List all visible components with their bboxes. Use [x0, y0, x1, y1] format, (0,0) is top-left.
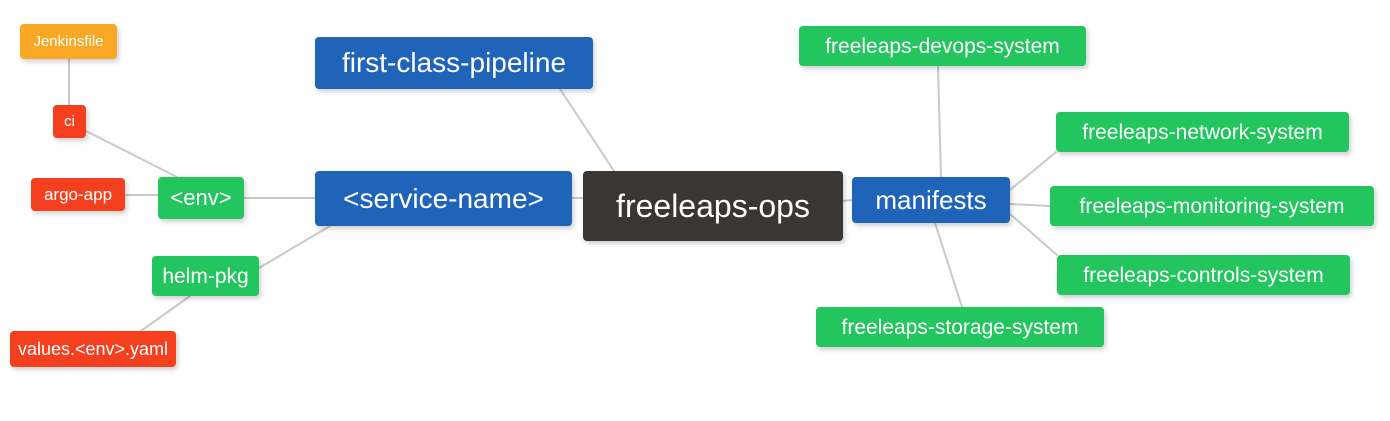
mindmap-node-label: freeleaps-ops	[616, 188, 810, 224]
mindmap-node-label: freeleaps-controls-system	[1083, 263, 1324, 287]
edge-manifests-to-freeleaps-storage-system	[934, 222, 963, 308]
mindmap-node-label: first-class-pipeline	[341, 47, 567, 78]
mindmap-node-first-class-pipeline[interactable]: first-class-pipeline	[315, 37, 593, 89]
mindmap-node-argo-app[interactable]: argo-app	[31, 178, 125, 211]
mindmap-node-jenkinsfile[interactable]: Jenkinsfile	[20, 24, 117, 59]
mindmap-node-ci[interactable]: ci	[53, 105, 86, 138]
mindmap-node-env[interactable]: <env>	[158, 177, 244, 219]
mindmap-node-label: argo-app	[43, 185, 113, 204]
mindmap-node-helm-pkg[interactable]: helm-pkg	[152, 256, 259, 296]
mindmap-node-label: freeleaps-devops-system	[825, 34, 1060, 58]
mindmap-node-freeleaps-controls-system[interactable]: freeleaps-controls-system	[1057, 255, 1350, 295]
mindmap-node-manifests[interactable]: manifests	[852, 177, 1010, 223]
edge-service-name-to-helm-pkg	[258, 225, 331, 269]
mindmap-node-freeleaps-ops[interactable]: freeleaps-ops	[583, 171, 843, 241]
edge-manifests-to-freeleaps-monitoring-system	[1009, 203, 1051, 207]
mindmap-node-freeleaps-network-system[interactable]: freeleaps-network-system	[1056, 112, 1349, 152]
mindmap-node-label: manifests	[875, 185, 987, 215]
edge-env-to-ci	[85, 130, 178, 178]
mindmap-node-label: freeleaps-monitoring-system	[1079, 194, 1345, 218]
mindmap-node-label: <service-name>	[343, 182, 544, 214]
mindmap-node-freeleaps-monitoring-system[interactable]: freeleaps-monitoring-system	[1050, 186, 1374, 226]
edge-manifests-to-freeleaps-devops-system	[937, 65, 942, 178]
mindmap-node-label: freeleaps-network-system	[1082, 120, 1323, 144]
edge-freeleaps-ops-to-first-class-pipeline	[559, 88, 615, 172]
mindmap-node-label: Jenkinsfile	[33, 33, 104, 50]
edge-freeleaps-ops-to-manifests	[842, 199, 853, 202]
mindmap-node-label: values.<env>.yaml	[17, 339, 169, 359]
mindmap-node-freeleaps-storage-system[interactable]: freeleaps-storage-system	[816, 307, 1104, 347]
edge-manifests-to-freeleaps-network-system	[1009, 151, 1057, 191]
mindmap-node-service-name[interactable]: <service-name>	[315, 171, 572, 226]
mindmap-node-label: freeleaps-storage-system	[841, 315, 1079, 339]
mindmap-node-freeleaps-devops-system[interactable]: freeleaps-devops-system	[799, 26, 1086, 66]
mindmap-node-label: ci	[64, 113, 75, 130]
mindmap-node-label: helm-pkg	[162, 264, 249, 288]
edge-helm-pkg-to-values-env-yaml	[140, 295, 191, 332]
mindmap-node-label: <env>	[170, 185, 232, 210]
mindmap-node-values-env-yaml[interactable]: values.<env>.yaml	[10, 331, 176, 367]
